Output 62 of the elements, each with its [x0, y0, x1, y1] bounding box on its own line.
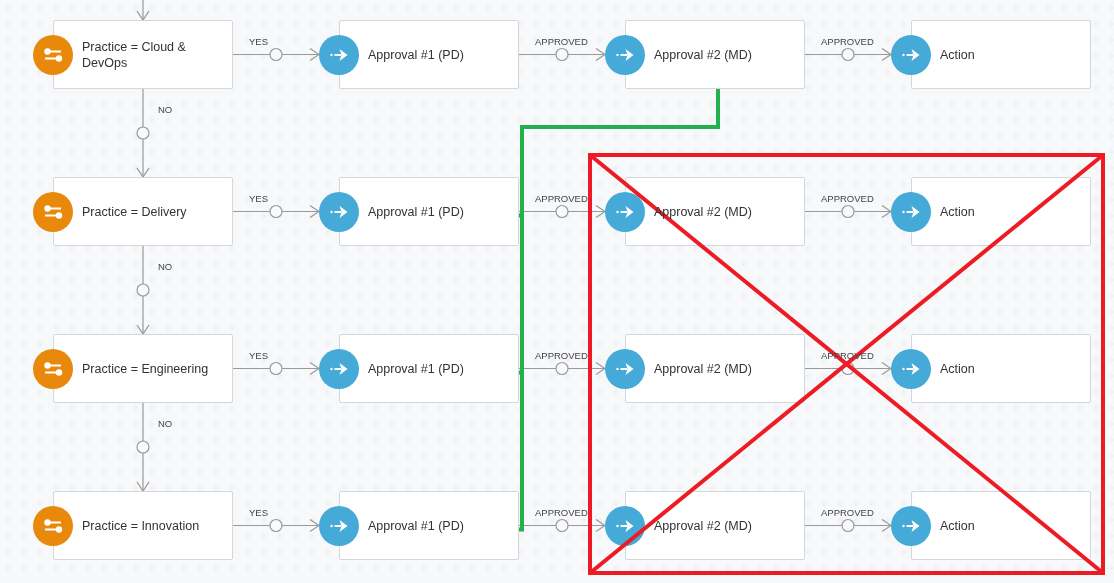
connector-line: [517, 89, 720, 532]
edge-label: APPROVED: [535, 35, 588, 48]
step-box: [319, 20, 519, 89]
step-box: [605, 20, 805, 89]
step-box: [891, 491, 1091, 560]
step-label: Approval #2 (MD): [654, 517, 752, 534]
connector-arrow: [232, 48, 320, 61]
connector-arrow: [518, 205, 606, 218]
step-label: Action: [940, 46, 975, 63]
edge-label: NO: [158, 418, 173, 430]
step-box: [605, 334, 805, 403]
connector-arrow: [232, 519, 320, 532]
connector-arrow: [136, 0, 150, 21]
step-box: [891, 334, 1091, 403]
connector-arrow: [518, 48, 606, 61]
edge-label: YES: [249, 349, 268, 362]
condition-box: [33, 20, 233, 89]
step-box: [891, 20, 1091, 89]
connector-arrow: [136, 88, 150, 178]
step-label: Approval #2 (MD): [654, 360, 752, 377]
edge-label: YES: [249, 35, 268, 48]
connector-arrow: [804, 205, 892, 218]
connector-arrow: [136, 245, 150, 335]
step-box: [319, 334, 519, 403]
connector-arrow: [232, 205, 320, 218]
step-label: Approval #1 (PD): [368, 46, 464, 63]
step-label: Action: [940, 203, 975, 220]
step-box: [605, 491, 805, 560]
condition-box: [33, 491, 233, 560]
step-box: [891, 177, 1091, 246]
edge-label: APPROVED: [821, 35, 874, 48]
connector-arrow: [136, 402, 150, 492]
condition-label: Practice = Innovation: [82, 517, 200, 534]
step-label: Approval #1 (PD): [368, 517, 464, 534]
edge-label: NO: [158, 261, 173, 273]
condition-label: Practice = Engineering: [82, 360, 209, 377]
condition-box: [33, 177, 233, 246]
connector-arrow: [804, 362, 892, 375]
step-box: [319, 177, 519, 246]
step-label: Action: [940, 517, 975, 534]
edge-label: APPROVED: [535, 192, 588, 205]
edge-label: APPROVED: [535, 506, 588, 519]
connector-arrow: [804, 519, 892, 532]
step-box: [605, 177, 805, 246]
step-label: Approval #1 (PD): [368, 360, 464, 377]
condition-box: [33, 334, 233, 403]
edge-label: YES: [249, 192, 268, 205]
edge-label: APPROVED: [821, 506, 874, 519]
edge-label: YES: [249, 506, 268, 519]
connector-arrow: [804, 48, 892, 61]
step-label: Approval #2 (MD): [654, 46, 752, 63]
step-box: [319, 491, 519, 560]
edge-label: APPROVED: [535, 349, 588, 362]
edge-label: NO: [158, 104, 173, 116]
connector-arrow: [232, 362, 320, 375]
condition-label: Practice = Cloud & DevOps: [82, 38, 187, 71]
step-label: Approval #1 (PD): [368, 203, 464, 220]
step-label: Action: [940, 360, 975, 377]
edge-label: APPROVED: [821, 192, 874, 205]
connector-arrow: [518, 362, 606, 375]
condition-label: Practice = Delivery: [82, 203, 187, 220]
connector-arrow: [518, 519, 606, 532]
